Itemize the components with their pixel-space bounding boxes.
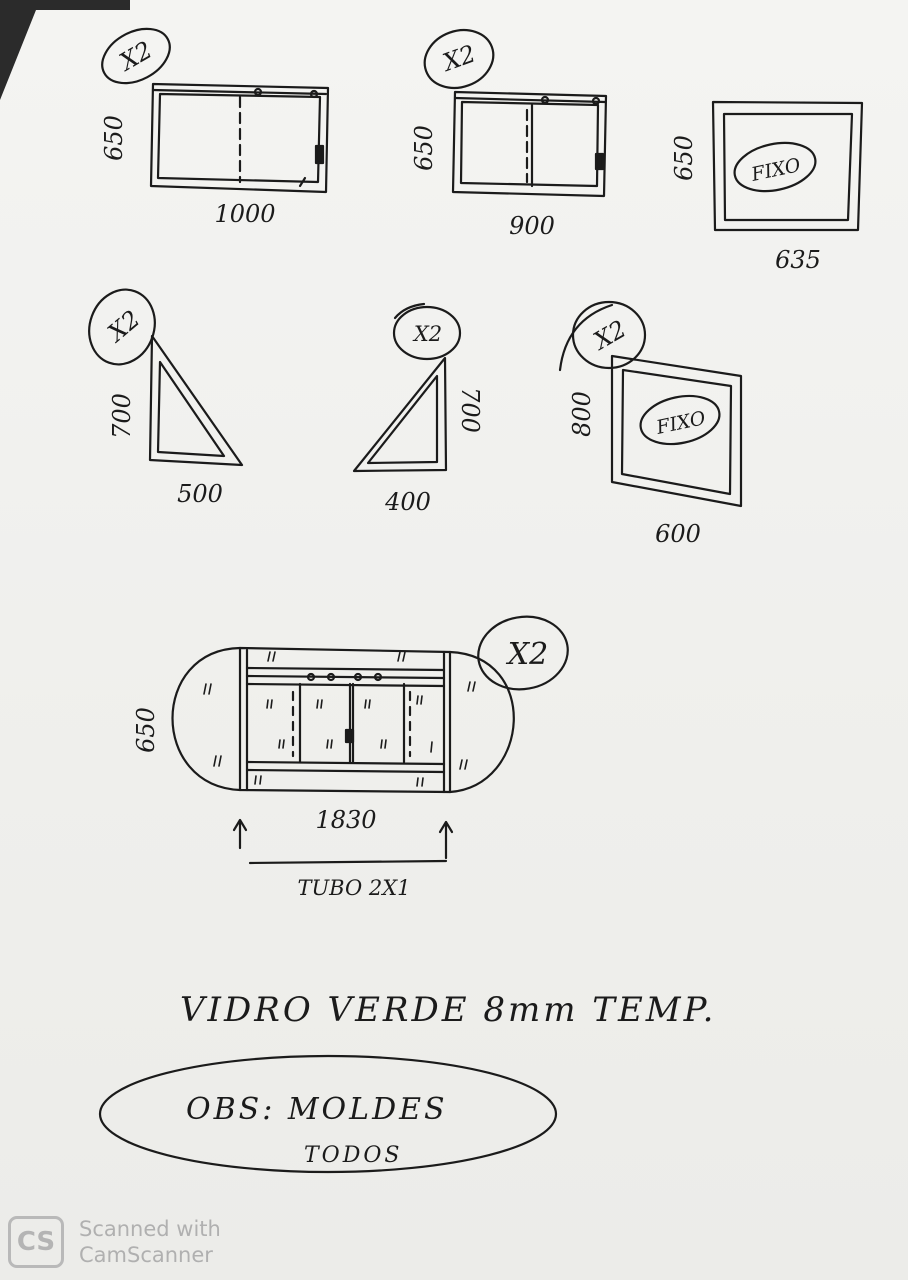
width-label-t1: 500 [177, 480, 223, 508]
camscanner-logo: CS [8, 1216, 64, 1268]
camscanner-watermark: Scanned with CamScanner [79, 1216, 221, 1268]
height-label-w1: 650 [100, 115, 128, 161]
width-label-w1: 1000 [214, 200, 275, 228]
height-label-w2: 650 [410, 125, 438, 171]
qty-label-w5: X2 [506, 637, 548, 672]
window-fixo-600x800 [610, 354, 743, 508]
qty-circle-w4-mark [558, 303, 614, 372]
scan-shadow-top [0, 0, 130, 10]
height-label-t2: 700 [456, 387, 484, 433]
qty-label-t1: X2 [101, 305, 145, 349]
width-label-w2: 900 [509, 212, 555, 240]
height-label-w5: 650 [132, 707, 160, 753]
window-1000x650 [149, 82, 330, 194]
tube-label-w5: TUBO 2X1 [297, 876, 410, 900]
fixo-label-w3: FIXO [749, 154, 803, 186]
qty-circle-t2-mark [393, 302, 426, 320]
width-label-w4: 600 [655, 520, 701, 548]
height-label-w3: 650 [670, 135, 698, 181]
qty-label-w4: X2 [587, 315, 631, 356]
qty-label-t2: X2 [412, 322, 442, 346]
obs-line-1: OBS: MOLDES [186, 1092, 448, 1127]
qty-circle-w1 [101, 27, 171, 85]
width-label-w5: 1830 [315, 806, 376, 834]
qty-circle-t1 [88, 288, 156, 366]
qty-circle-w2 [423, 28, 495, 90]
window-1830x650 [171, 646, 515, 865]
scan-shadow [0, 0, 40, 100]
qty-circle-t2 [392, 305, 462, 361]
width-label-w3: 635 [775, 246, 821, 274]
window-fixo-635x650 [711, 100, 864, 232]
triangle-500x700 [148, 334, 244, 467]
glass-spec-note: VIDRO VERDE 8mm TEMP. [180, 990, 717, 1030]
window-900x650 [451, 90, 608, 198]
height-label-w4: 800 [568, 391, 596, 437]
qty-label-w1: X2 [113, 36, 157, 77]
watermark-line-1: Scanned with [79, 1217, 221, 1241]
height-label-t1: 700 [108, 393, 136, 439]
obs-ellipse [98, 1054, 558, 1174]
obs-line-2: TODOS [304, 1143, 403, 1168]
fixo-label-w4: FIXO [654, 407, 708, 439]
qty-circle-w4 [571, 300, 647, 370]
width-label-t2: 400 [384, 488, 431, 516]
watermark-line-2: CamScanner [79, 1243, 213, 1267]
triangle-400x700 [352, 356, 448, 473]
qty-circle-w5 [477, 615, 569, 691]
qty-label-w2: X2 [437, 39, 479, 77]
